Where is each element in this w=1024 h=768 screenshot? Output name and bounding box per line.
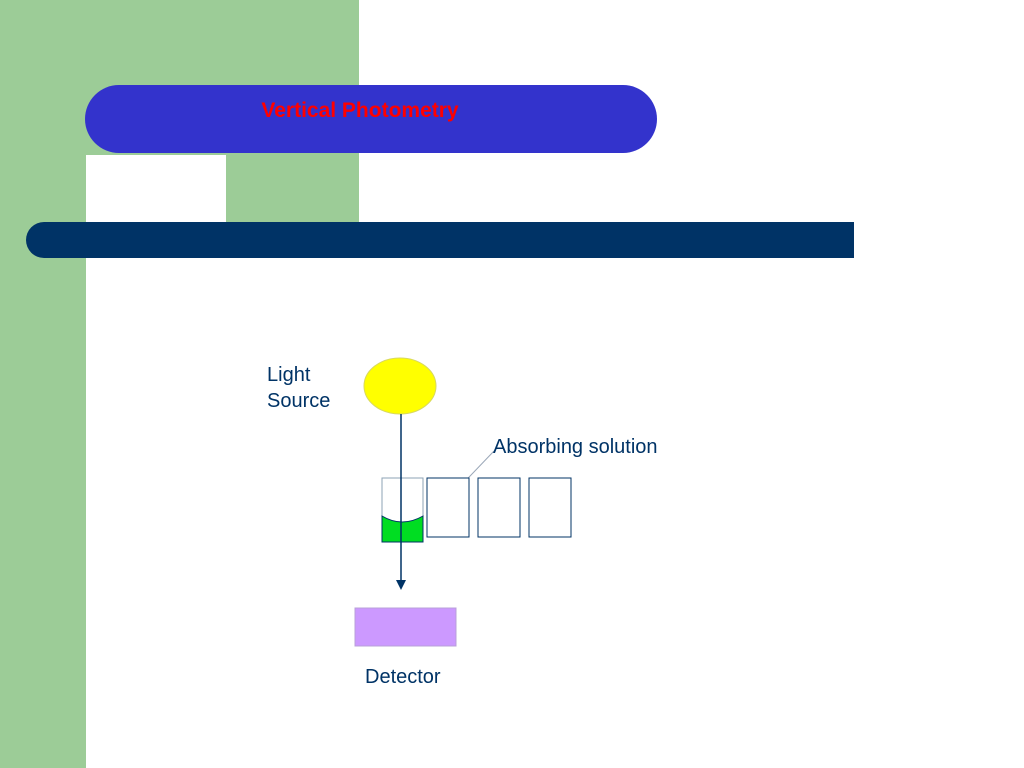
slide-title: Vertical Photometry — [261, 99, 459, 122]
detector — [354, 607, 457, 647]
solution-fill — [381, 515, 424, 543]
light-source-label-line1: Light — [267, 364, 311, 386]
arrow-head — [396, 580, 406, 590]
light-source — [363, 357, 437, 415]
white-corner-block — [86, 155, 226, 222]
title-bar: Vertical Photometry — [85, 85, 657, 153]
light-source-label-line2: Source — [267, 390, 331, 412]
well-2 — [426, 477, 470, 538]
well-4 — [528, 477, 572, 538]
green-side-panel — [0, 0, 86, 768]
absorbing-solution-label: Absorbing solution — [493, 436, 658, 458]
detector-label: Detector — [365, 666, 441, 688]
divider-bar — [26, 222, 854, 258]
well-3 — [477, 477, 521, 538]
